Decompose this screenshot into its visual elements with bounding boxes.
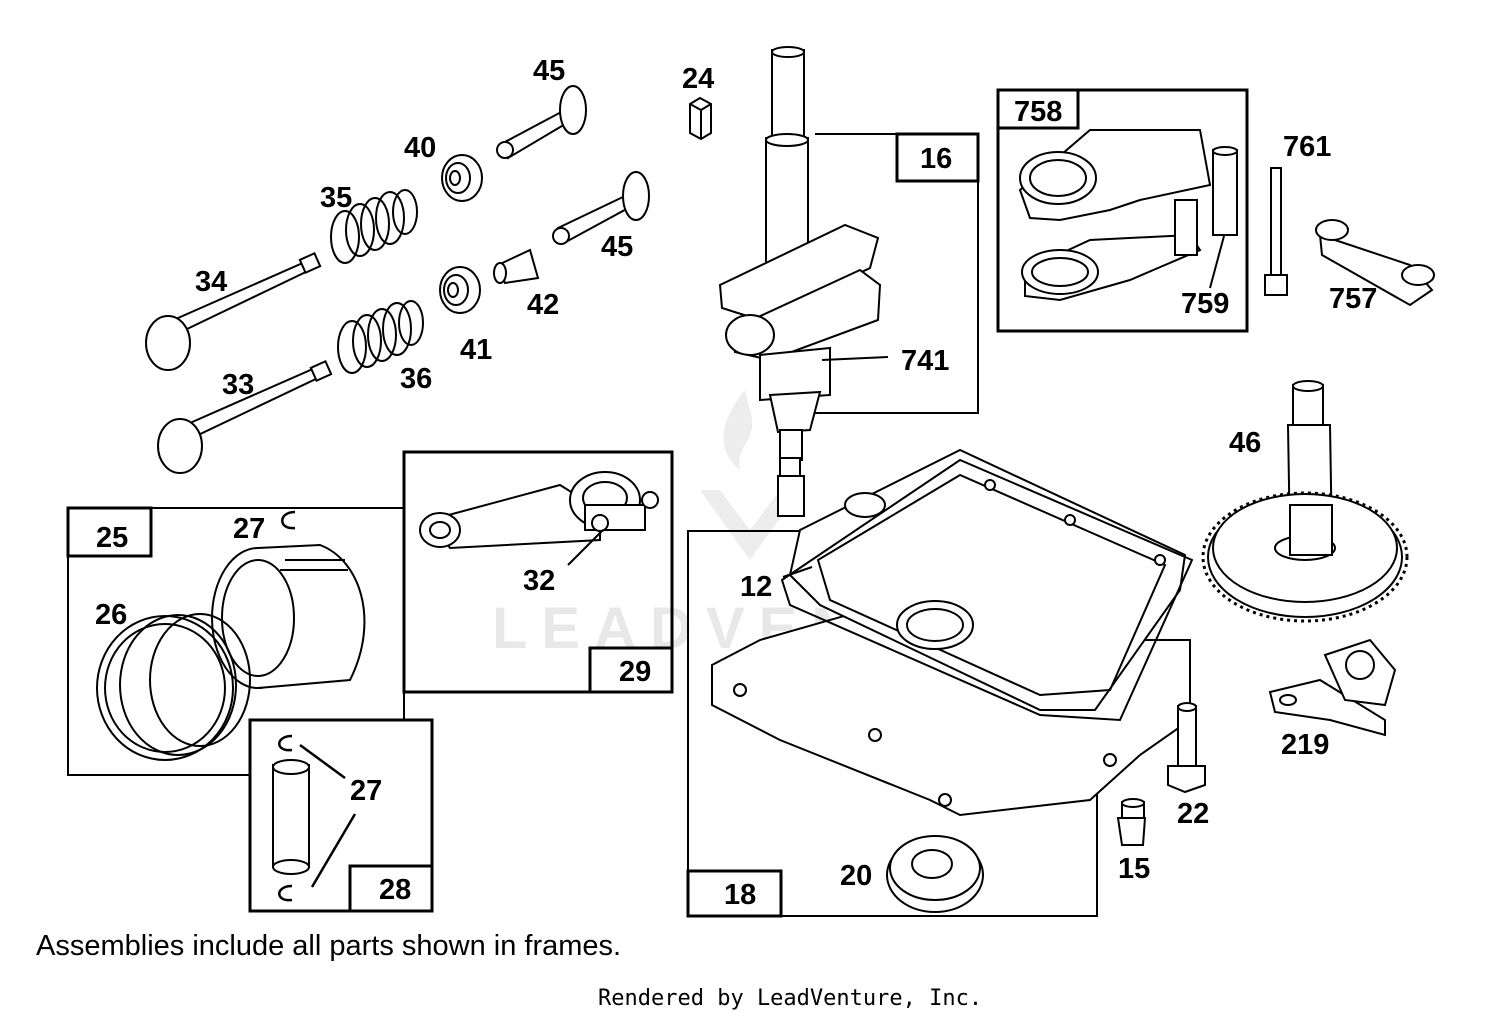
label-40: 40 — [404, 132, 436, 164]
label-32: 32 — [523, 565, 555, 597]
label-15: 15 — [1118, 853, 1150, 885]
frame-label-16: 16 — [920, 143, 952, 175]
frame-16 — [815, 132, 980, 414]
valve-spring-35 — [330, 189, 418, 264]
label-27-pin: 27 — [350, 775, 382, 807]
frame-28 — [248, 718, 434, 913]
valve-key-24 — [689, 96, 712, 141]
frame-label-758: 758 — [1014, 96, 1062, 128]
intake-valve-34 — [145, 252, 322, 371]
assemblies-note: Assemblies include all parts shown in fr… — [36, 930, 622, 962]
bolt-761 — [1264, 167, 1288, 296]
valve-spring-36 — [337, 300, 424, 374]
gasket-12 — [780, 458, 1194, 722]
spring-retainer-40 — [441, 154, 483, 202]
label-33: 33 — [222, 369, 254, 401]
label-35: 35 — [320, 182, 352, 214]
frame-29 — [402, 450, 674, 694]
label-45-top: 45 — [533, 55, 565, 87]
label-759: 759 — [1181, 288, 1229, 320]
leader-741 — [821, 356, 889, 361]
leader-32 — [567, 529, 604, 566]
label-41: 41 — [460, 334, 492, 366]
bolt-22 — [1167, 702, 1206, 794]
valve-collet-42 — [493, 248, 540, 285]
label-219: 219 — [1281, 729, 1329, 761]
label-45-lower: 45 — [601, 231, 633, 263]
label-741: 741 — [901, 345, 949, 377]
frame-label-18: 18 — [724, 879, 756, 911]
leader-12 — [782, 566, 813, 578]
retaining-clip-27-top — [281, 510, 296, 530]
frame-18 — [686, 530, 1098, 918]
governor-pin-759 — [1212, 146, 1238, 236]
leader-759 — [1209, 235, 1225, 289]
frame-label-28: 28 — [379, 874, 411, 906]
label-757: 757 — [1329, 283, 1377, 315]
label-20: 20 — [840, 860, 872, 892]
label-22: 22 — [1177, 798, 1209, 830]
piston-rings-26 — [96, 613, 251, 761]
render-credit: Rendered by LeadVenture, Inc. — [598, 986, 983, 1011]
label-42: 42 — [527, 289, 559, 321]
frame-758 — [996, 88, 1249, 333]
label-46: 46 — [1229, 427, 1261, 459]
governor-assembly-219 — [1268, 638, 1397, 737]
label-24: 24 — [682, 63, 714, 95]
governor-link-757 — [1315, 219, 1435, 307]
frame-label-29: 29 — [619, 656, 651, 688]
governor-bracket-758 — [1018, 129, 1212, 302]
spring-retainer-41 — [439, 266, 481, 314]
connecting-rod-32 — [419, 471, 659, 550]
label-27-top: 27 — [233, 513, 265, 545]
exhaust-valve-33 — [157, 360, 333, 474]
retaining-clips-27 — [278, 734, 357, 902]
wrist-pin — [272, 759, 310, 875]
label-34: 34 — [195, 266, 227, 298]
valve-tappet-45-top — [496, 85, 587, 160]
label-12: 12 — [740, 571, 772, 603]
oil-seal-20 — [886, 835, 984, 913]
cam-gear-teeth — [1201, 491, 1409, 623]
label-761: 761 — [1283, 131, 1331, 163]
drain-plug-15 — [1116, 798, 1147, 846]
frame-label-25: 25 — [96, 522, 128, 554]
valve-tappet-45-lower — [552, 171, 650, 245]
crankshaft — [718, 46, 882, 517]
label-26: 26 — [95, 599, 127, 631]
label-36: 36 — [400, 363, 432, 395]
piston — [211, 543, 366, 689]
camshaft-46 — [1207, 380, 1403, 618]
